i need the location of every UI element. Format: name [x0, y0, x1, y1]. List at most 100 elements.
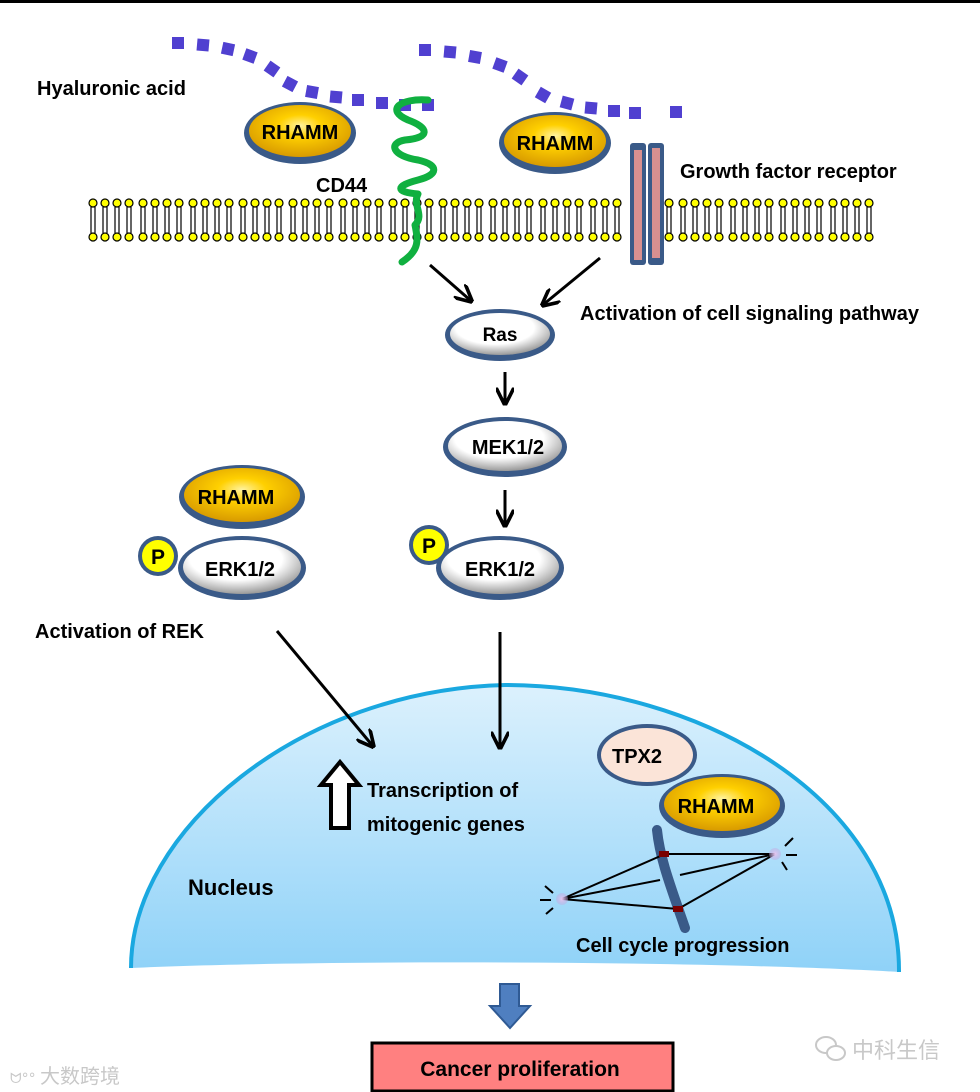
watermark-left: ᗢ°° 大数跨境 — [10, 1064, 120, 1088]
hyaluronic-acid-unit — [352, 94, 364, 106]
hyaluronic-acid-unit — [629, 107, 641, 119]
phospholipid — [362, 198, 372, 242]
rhamm-oval-complex: RHAMM — [179, 465, 305, 529]
phospholipid — [250, 198, 260, 242]
phospholipid — [778, 198, 788, 242]
phospholipid — [740, 198, 750, 242]
phospholipid — [124, 198, 134, 242]
upregulation-arrow-icon — [316, 758, 364, 830]
phospholipid — [212, 198, 222, 242]
nucleus — [129, 682, 902, 973]
ras-label: Ras — [483, 325, 518, 346]
phospholipid — [338, 198, 348, 242]
phospholipid — [752, 198, 762, 242]
hyaluronic-acid-unit — [172, 37, 184, 49]
phospholipid — [664, 198, 674, 242]
rhamm-label: RHAMM — [198, 487, 275, 509]
hyaluronic-acid-unit — [584, 101, 598, 115]
cancer-proliferation-label: Cancer proliferation — [420, 1058, 620, 1081]
phospholipid — [500, 198, 510, 242]
phospholipid — [274, 198, 284, 242]
hyaluronic-acid-unit — [419, 44, 431, 56]
hyaluronic-acid-unit — [468, 50, 482, 64]
rhamm-label: RHAMM — [678, 796, 755, 818]
phospholipid — [374, 198, 384, 242]
phospholipid — [814, 198, 824, 242]
phospholipid — [224, 198, 234, 242]
phospholipid — [574, 198, 584, 242]
phospholipid — [462, 198, 472, 242]
phospholipid — [538, 198, 548, 242]
phospholipid — [702, 198, 712, 242]
rhamm-label: RHAMM — [517, 133, 594, 155]
phospholipid — [828, 198, 838, 242]
hyaluronic-acid-unit — [305, 85, 319, 99]
watermark-logo-icon: ᗢ°° — [10, 1071, 36, 1087]
mek-label: MEK1/2 — [472, 437, 544, 459]
activation-rek-label: Activation of REK — [35, 621, 204, 643]
mitotic-spindle-icon — [540, 825, 797, 933]
arrow-rek-to-transcription — [275, 630, 372, 745]
hyaluronic-acid-unit — [534, 86, 552, 104]
growth-factor-receptor-label: Growth factor receptor — [680, 161, 897, 183]
top-border — [0, 0, 980, 3]
cd44-label: CD44 — [316, 175, 368, 197]
transcription-label-line1: Transcription of — [367, 780, 518, 802]
phospholipid — [802, 198, 812, 242]
hyaluronic-acid-unit — [511, 68, 529, 86]
phospholipid — [524, 198, 534, 242]
phospholipid — [852, 198, 862, 242]
cancer-proliferation-box: Cancer proliferation — [370, 1041, 675, 1092]
phospholipid — [150, 198, 160, 242]
cell-cycle-label: Cell cycle progression — [576, 935, 789, 957]
watermark-right: 中科生信 — [815, 1036, 940, 1064]
erk-node-right: ERK1/2 — [436, 536, 564, 600]
hyaluronic-acid-unit — [376, 97, 388, 109]
hyaluronic-acid-unit — [443, 45, 457, 59]
phospho-label: P — [151, 546, 165, 569]
arrow-receptor-to-ras — [544, 256, 601, 304]
phospholipid — [714, 198, 724, 242]
hyaluronic-acid-unit — [220, 41, 236, 57]
mek-node: MEK1/2 — [443, 417, 567, 477]
phospho-badge-left: P — [138, 536, 178, 576]
phospholipid — [550, 198, 560, 242]
phospholipid — [288, 198, 298, 242]
rhamm-label: RHAMM — [262, 122, 339, 144]
phospholipid — [112, 198, 122, 242]
wechat-icon — [815, 1036, 846, 1061]
rhamm-oval-nucleus: RHAMM — [659, 774, 785, 838]
watermark-left-text: 大数跨境 — [40, 1064, 120, 1088]
phospholipid — [100, 198, 110, 242]
activation-pathway-label: Activation of cell signaling pathway — [580, 303, 920, 325]
phospholipid — [174, 198, 184, 242]
phospholipid — [88, 198, 98, 242]
hyaluronic-acid-unit — [242, 48, 258, 64]
hyaluronic-acid-unit — [263, 60, 281, 78]
phospho-badge-right: P — [409, 525, 449, 565]
phospholipid — [840, 198, 850, 242]
phospho-label: P — [422, 535, 436, 558]
phospholipid — [678, 198, 688, 242]
hyaluronic-acid-unit — [670, 106, 682, 118]
phospholipid — [138, 198, 148, 242]
hyaluronic-acid-label: Hyaluronic acid — [37, 78, 186, 100]
phospholipid — [424, 198, 434, 242]
phospholipid — [450, 198, 460, 242]
rhamm-oval-extracellular-right: RHAMM — [499, 112, 611, 174]
hyaluronic-acid-unit — [281, 75, 299, 93]
phospholipid — [764, 198, 774, 242]
hyaluronic-acid-chains — [172, 37, 682, 119]
ras-node: Ras — [445, 309, 555, 361]
growth-factor-receptor — [630, 143, 664, 265]
phospholipid — [400, 198, 410, 242]
phospholipid — [312, 198, 322, 242]
phospholipid — [790, 198, 800, 242]
phospholipid — [864, 198, 874, 242]
phospholipid — [200, 198, 210, 242]
hyaluronic-acid-unit — [608, 105, 620, 117]
phospholipid — [300, 198, 310, 242]
phospholipid — [350, 198, 360, 242]
cd44-receptor — [391, 96, 438, 266]
